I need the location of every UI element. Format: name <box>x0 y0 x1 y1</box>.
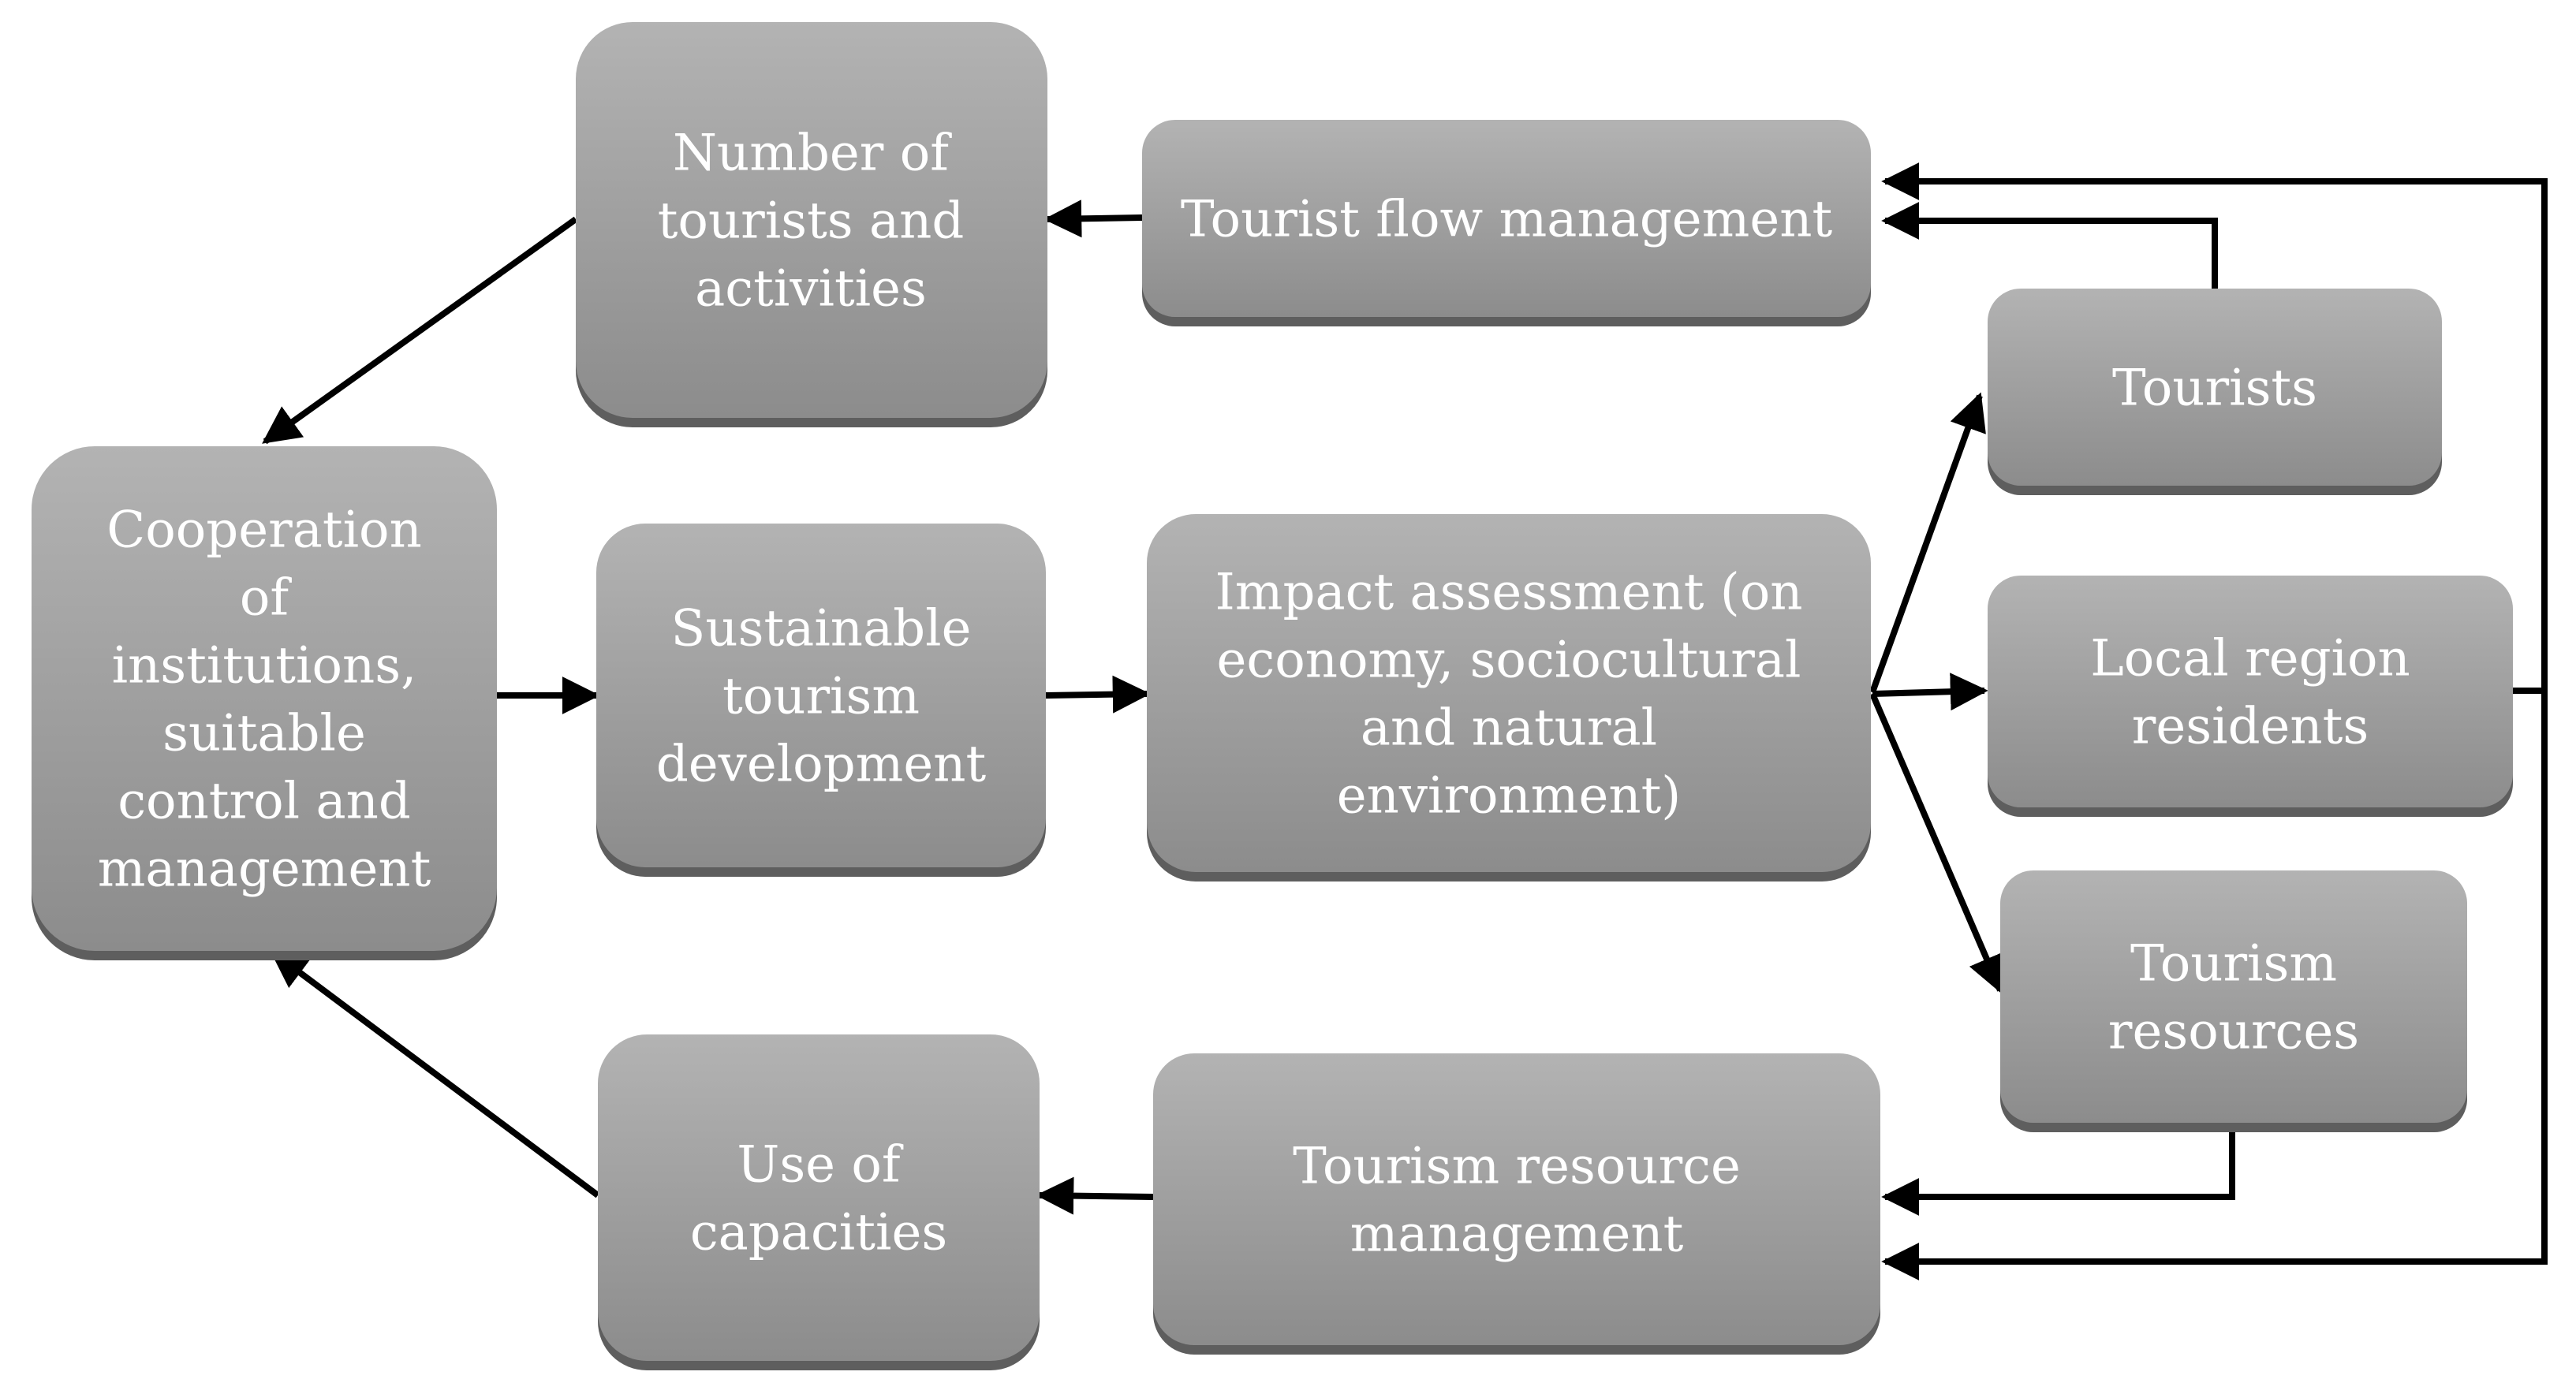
arrow-sustainable-to-impact <box>1045 675 1151 714</box>
box-label-line: Impact assessment (on <box>1215 563 1803 621</box>
arrow-impact-to-tourists <box>1869 392 1986 694</box>
box-impact-assessment: Impact assessment (on economy, sociocultu… <box>1147 514 1871 882</box>
box-label-line: institutions, <box>112 636 417 695</box>
box-label-line: and natural <box>1361 699 1657 757</box>
box-body <box>1147 514 1871 872</box>
arrow-impact-to-residents <box>1872 673 1988 711</box>
box-body <box>576 22 1047 418</box>
arrow-use-to-cooperation <box>270 949 600 1198</box>
box-body <box>1988 289 2442 486</box>
arrow-number-to-cooperation <box>262 216 578 445</box>
box-tourism-resource-management: Tourism resource management <box>1153 1053 1880 1355</box>
box-body <box>32 446 497 951</box>
box-label-line: Sustainable <box>671 599 972 658</box>
box-label-line: control and <box>118 772 411 830</box>
connector-residents-loop-to-resource-mgmt <box>1881 691 2548 1280</box>
box-label-line: activities <box>695 259 927 318</box>
box-tourist-flow-management: Tourist flow management <box>1142 120 1871 326</box>
connector-tourists-to-flow <box>1881 202 2218 289</box>
arrow-flow-to-number <box>1043 199 1143 238</box>
box-body <box>598 1034 1040 1361</box>
box-sustainable-development: Sustainable tourism development <box>596 524 1046 877</box>
box-label-line: suitable <box>162 704 366 762</box>
arrow-impact-to-resources <box>1869 692 2004 994</box>
box-label-line: resources <box>2108 1002 2359 1060</box>
box-body <box>596 524 1046 867</box>
box-label-line: economy, sociocultural <box>1217 631 1801 689</box>
box-label-line: environment) <box>1337 766 1682 825</box>
box-label-line: tourism <box>722 667 920 725</box>
box-body <box>2000 870 2467 1123</box>
box-label-line: Tourist flow management <box>1181 190 1833 248</box>
box-label-line: of <box>240 568 293 627</box>
box-label-line: residents <box>2132 697 2369 755</box>
box-label-line: Cooperation <box>106 501 422 559</box>
box-tourism-resources: Tourism resources <box>2000 870 2467 1132</box>
box-label-line: Tourism <box>2130 934 2337 993</box>
box-cooperation: Cooperation of institutions, suitable contro… <box>32 446 497 960</box>
box-label-line: Tourists <box>2112 359 2317 417</box>
box-number-of-tourists: Number of tourists and activities <box>576 22 1047 427</box>
box-label-line: tourists and <box>658 192 965 250</box>
box-label-line: management <box>98 840 431 898</box>
box-body <box>1142 120 1871 317</box>
box-body <box>1988 576 2513 807</box>
box-label-line: Tourism resource <box>1293 1137 1741 1195</box>
box-local-residents: Local region residents <box>1988 576 2513 817</box>
box-tourists: Tourists <box>1988 289 2442 495</box>
box-use-of-capacities: Use of capacities <box>598 1034 1040 1370</box>
box-label-line: Number of <box>673 124 952 182</box>
box-body <box>1153 1053 1880 1345</box>
connector-resources-to-resource-mgmt <box>1881 1123 2235 1216</box>
arrow-resource-mgmt-to-use <box>1036 1176 1154 1215</box>
box-label-line: management <box>1350 1205 1684 1263</box>
box-label-line: Local region <box>2090 629 2410 688</box>
connector-residents-loop-to-flow <box>1881 162 2548 694</box>
box-label-line: Use of <box>737 1135 904 1194</box>
box-label-line: capacities <box>690 1203 947 1262</box>
box-label-line: development <box>656 735 987 793</box>
